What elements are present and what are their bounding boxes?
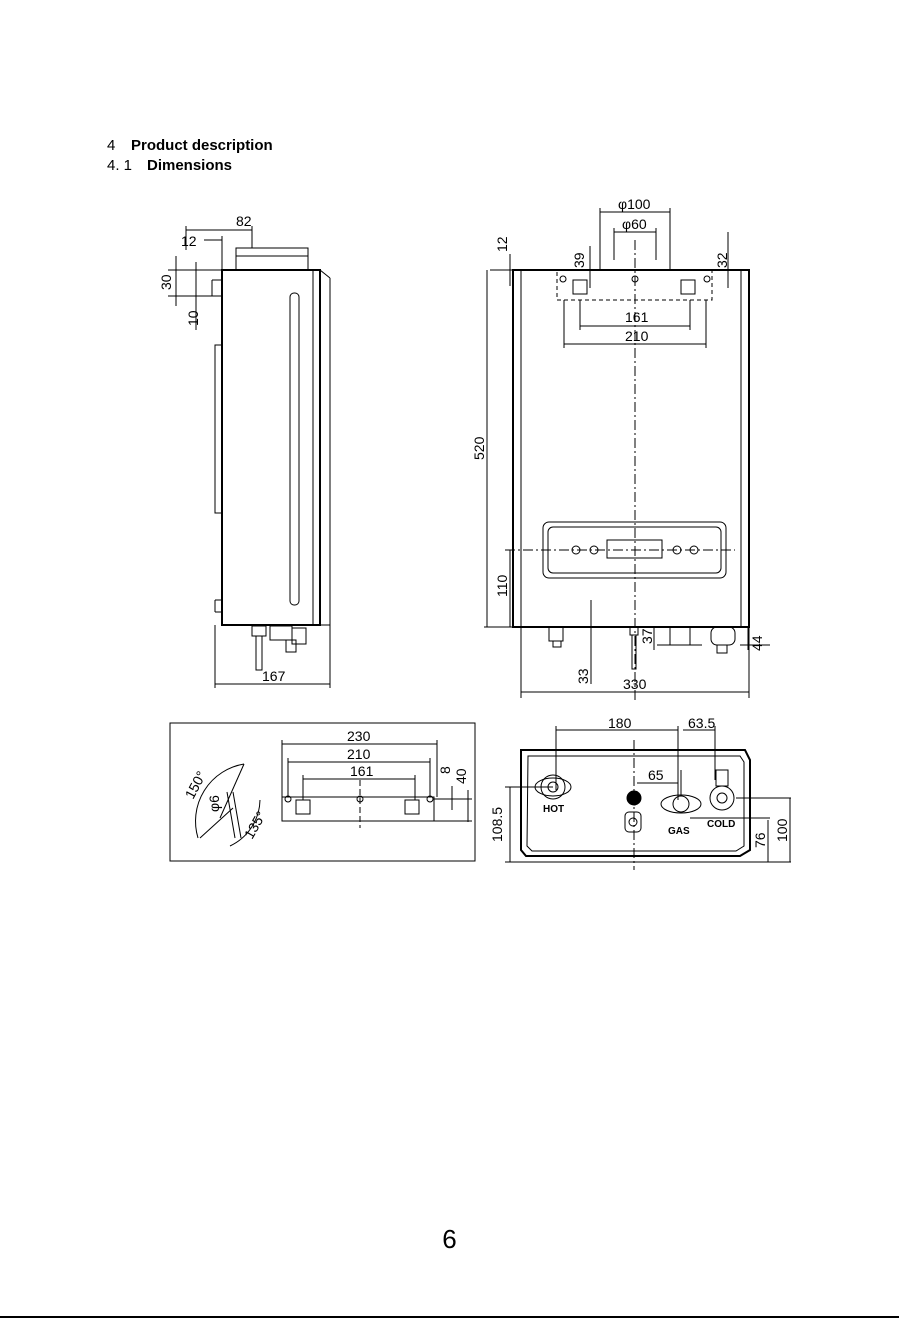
dim-39: 39	[571, 252, 587, 268]
dim-8: 8	[437, 766, 453, 774]
dim-40: 40	[453, 768, 469, 784]
dim-12: 12	[181, 233, 197, 249]
dim-520: 520	[471, 436, 487, 460]
dim-167: 167	[262, 668, 286, 684]
dim-210: 210	[625, 328, 649, 344]
dim-phi6: φ6	[206, 795, 222, 812]
dim-161: 161	[625, 309, 649, 325]
hot-label: HOT	[543, 804, 564, 815]
dim-76: 76	[752, 832, 768, 848]
dim-44: 44	[749, 635, 765, 651]
dim-33: 33	[575, 668, 591, 684]
gas-label: GAS	[668, 826, 690, 837]
dim-82: 82	[236, 213, 252, 229]
dim-110: 110	[494, 574, 510, 597]
dim-30: 30	[158, 274, 174, 290]
page-number: 6	[0, 1224, 899, 1255]
dim-65: 65	[648, 767, 664, 783]
dim-210: 210	[347, 746, 371, 762]
dim-phi100: φ100	[618, 196, 651, 212]
bracket-view	[170, 723, 475, 861]
dim-330: 330	[623, 676, 647, 692]
angle-135: 135°	[241, 808, 269, 841]
bottom-rule	[0, 1316, 899, 1318]
dim-37: 37	[639, 628, 655, 644]
side-view	[168, 226, 330, 688]
dim-180: 180	[608, 715, 632, 731]
dim-12: 12	[494, 236, 510, 252]
dim-10: 10	[185, 310, 201, 326]
dim-161: 161	[350, 763, 374, 779]
bottom-view	[505, 726, 791, 870]
front-view	[484, 208, 770, 700]
dim-100: 100	[774, 818, 790, 842]
dim-63-5: 63.5	[688, 715, 715, 731]
dim-phi60: φ60	[622, 216, 647, 232]
cold-label: COLD	[707, 819, 735, 830]
dim-108-5: 108.5	[489, 807, 505, 842]
dim-32: 32	[714, 252, 730, 268]
dim-230: 230	[347, 728, 371, 744]
